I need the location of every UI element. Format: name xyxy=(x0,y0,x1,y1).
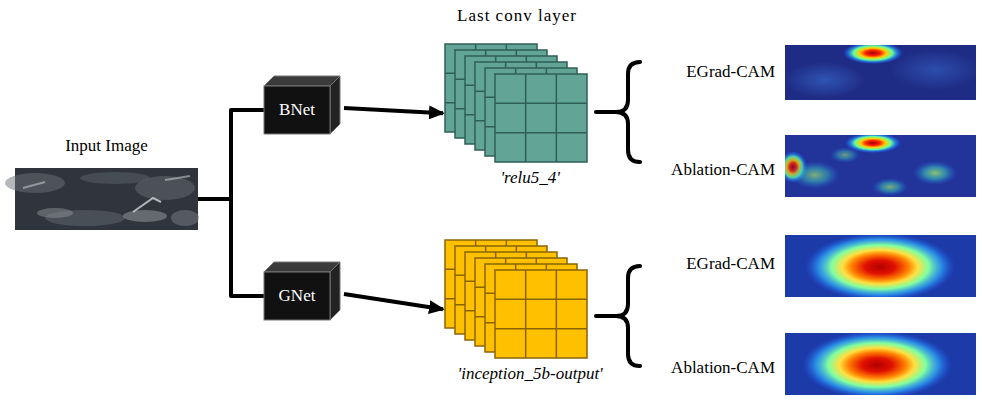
brace xyxy=(596,266,640,366)
layer-title: Last conv layer xyxy=(457,6,577,26)
node-label: 'inception_5b-output' xyxy=(458,364,603,384)
node-label: Input Image xyxy=(65,136,148,156)
connector-line xyxy=(198,199,264,296)
image-shape xyxy=(15,168,198,230)
heatmap xyxy=(785,233,976,301)
heatmap xyxy=(785,42,980,100)
network-block: BNet xyxy=(264,76,340,134)
node-label: BNet xyxy=(264,86,330,134)
brace xyxy=(596,62,640,162)
connector-line xyxy=(198,110,264,199)
network-block: GNet xyxy=(264,262,340,320)
feature-map-stack: 'relu5_4' xyxy=(445,40,587,162)
method-label: EGrad-CAM xyxy=(686,62,775,82)
node-label: GNet xyxy=(264,272,330,320)
feature-map-stack: 'inception_5b-output' xyxy=(445,236,587,358)
method-label: EGrad-CAM xyxy=(686,254,775,274)
stack-shape xyxy=(445,236,587,358)
method-label: Ablation-CAM xyxy=(671,160,775,180)
input-image: Input Image xyxy=(15,168,198,230)
stack-shape xyxy=(445,40,587,162)
arrow xyxy=(344,108,443,113)
heatmap xyxy=(785,331,976,399)
method-label: Ablation-CAM xyxy=(671,358,775,378)
node-label: 'relu5_4' xyxy=(500,168,560,188)
arrow xyxy=(344,294,443,309)
heatmap xyxy=(779,133,976,197)
